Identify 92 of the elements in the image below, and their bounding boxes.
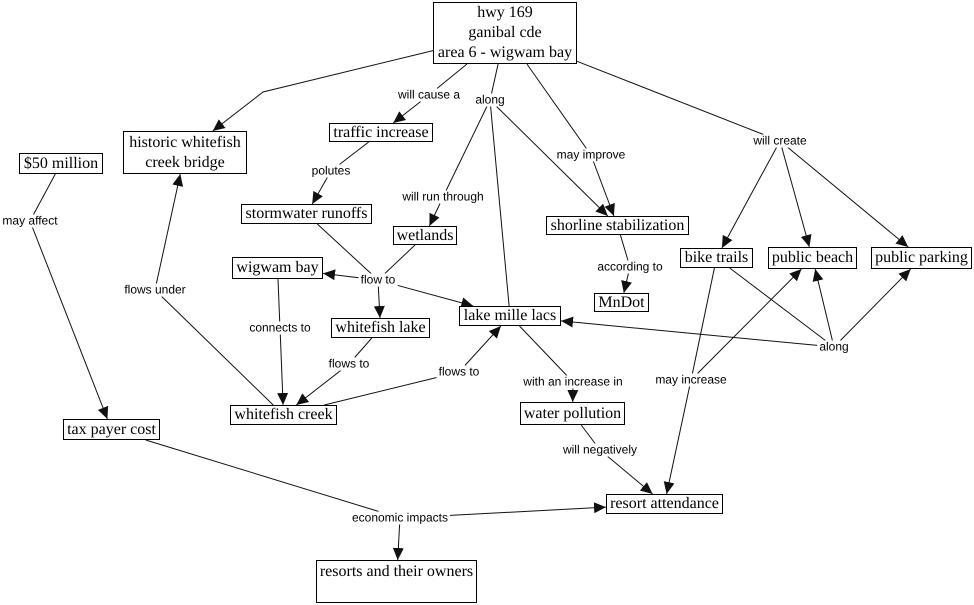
arrow [312,177,328,204]
concept-label: shorline stabilization [550,216,684,236]
arrow [560,316,818,346]
connector-line [354,338,372,358]
arrow [392,524,404,560]
connector-line [384,244,416,274]
arrow [212,50,434,132]
arrow [428,203,440,226]
arrow [396,284,474,308]
concept-label: area 6 - wigwam bay [438,43,572,63]
connector-line [161,296,274,406]
linking-phrase: may affect [0,214,60,228]
arrow [450,502,606,516]
connector-line [338,142,370,165]
concept-label: traffic increase [333,122,429,142]
concept-label: whitefish lake [335,318,426,338]
concept-label: historic whitefish creek bridge [128,132,242,172]
connector-line [526,64,587,149]
connector-line [33,174,56,215]
concept-label: hwy 169 [477,3,533,23]
arrow [567,388,578,402]
connector-line [729,268,826,341]
arrow [156,174,184,284]
concept-box [594,293,649,312]
arrow [322,269,360,280]
linking-phrase: may increase [653,374,729,386]
linking-phrase: will run through [400,190,486,204]
concept-label: water pollution [524,404,622,424]
concept-label: MnDot [598,292,645,312]
arrow [374,286,385,318]
arrow [464,326,502,366]
linking-phrase: flows under [122,284,188,296]
concept-label: wigwam bay [236,258,319,278]
arrow [496,106,608,216]
connector-line [620,234,628,261]
concept-label: lake mille lacs [464,306,556,326]
concept-label: wetlands [396,226,454,246]
arrow [840,268,912,341]
linking-phrase: will negatively [560,444,640,456]
connector-line [580,424,596,444]
linking-phrase: polutes [310,164,352,178]
linking-phrase: along [817,340,851,354]
concept-label: tax payer cost [67,420,156,440]
concept-label: stormwater runoffs [246,204,368,224]
connector-line [576,60,764,135]
linking-phrase: may improve [554,148,628,162]
linking-phrase: will create [751,134,809,148]
concept-box [520,402,625,425]
arrow [32,227,108,420]
arrow [592,161,615,216]
connector-line [436,64,468,89]
concept-label: public beach [772,248,854,268]
connector-line [316,224,372,274]
arrow [607,456,654,494]
connector-line [446,106,488,191]
connector-line [324,377,438,406]
concept-label: ganibal cde [468,23,542,43]
connector-line [491,64,499,94]
concept-label: resort attendance [610,494,719,514]
arrow [621,273,632,294]
concept-box [871,247,972,269]
linking-phrase: economic impacts [350,512,450,524]
concept-label: whitefish creek [234,405,333,425]
linking-phrase: flows to [436,366,482,378]
concept-label: resorts and their owners [320,562,474,582]
connector-line [145,440,380,512]
linking-phrase: flows to [326,358,372,370]
linking-phrase: along [473,94,507,106]
concept-box [768,247,857,269]
arrow [721,147,777,248]
arrow [697,268,802,374]
connector-line [490,106,510,306]
arrow [787,147,909,248]
arrow [296,370,342,406]
concept-label: public parking [875,248,968,268]
concept-label: $50 million [24,154,98,174]
connector-line [519,326,568,376]
linking-phrase: with an increase in [521,376,625,388]
arrow [664,386,690,494]
arrow [277,334,288,406]
arrow [392,101,422,124]
linking-phrase: connects to [247,322,313,334]
concept-box [232,257,323,279]
concept-box [433,2,577,64]
arrow [781,147,812,248]
concept-box [316,560,477,603]
concept-label: bike trails [684,248,748,268]
linking-phrase: flow to [358,274,398,286]
connector-line [278,278,280,322]
linking-phrase: according to [595,260,665,274]
arrow [812,268,833,341]
linking-phrase: will cause a [396,88,462,102]
